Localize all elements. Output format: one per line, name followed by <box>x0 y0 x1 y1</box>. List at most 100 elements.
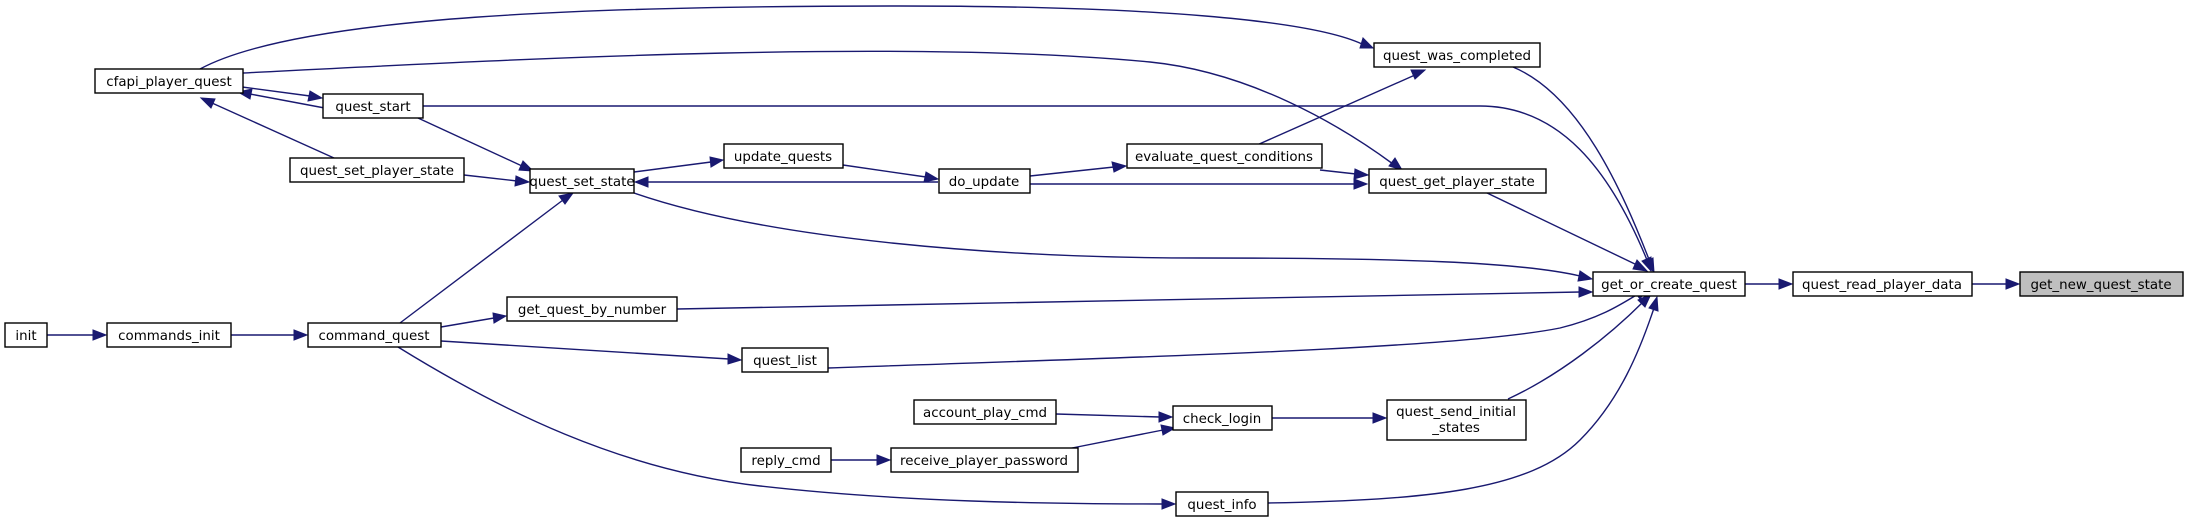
edge-do-update-to-evaluate-quest-conditions <box>1029 166 1115 177</box>
arrowhead <box>1778 278 1794 290</box>
arrowhead <box>1111 161 1128 173</box>
edge-receive-player-password-to-check-login <box>1061 429 1164 451</box>
arrowhead <box>514 175 531 187</box>
edge-command-quest-to-quest-set-state <box>395 199 564 327</box>
edge-get-quest-by-number-to-get-or-create-quest <box>676 291 1581 310</box>
edge-quest-info-to-get-or-create-quest <box>1267 307 1655 504</box>
node-label: account_play_cmd <box>923 406 1047 421</box>
node-label: get_or_create_quest <box>1601 278 1737 293</box>
arrowhead <box>1578 286 1594 298</box>
node-get-quest-by-number[interactable]: get_quest_by_number <box>506 296 678 322</box>
node-label: commands_init <box>118 329 220 344</box>
node-quest-info[interactable]: quest_info <box>1175 491 1269 517</box>
node-quest-start[interactable]: quest_start <box>322 93 424 119</box>
arrowhead <box>1158 411 1174 423</box>
node-label: update_quests <box>734 150 832 165</box>
node-quest-set-player-state[interactable]: quest_set_player_state <box>289 157 465 183</box>
arrowhead <box>2005 278 2021 290</box>
node-do-update[interactable]: do_update <box>938 168 1031 194</box>
arrowhead <box>558 192 575 205</box>
arrowhead <box>876 454 892 466</box>
node-label: command_quest <box>319 329 430 344</box>
node-label-line2: _states <box>1431 421 1480 436</box>
edge-quest-set-state-to-get-or-create-quest <box>633 192 1581 277</box>
edge-cfapi-player-quest-to-quest-get-player-state <box>242 50 1394 165</box>
node-label: quest_set_state <box>529 175 634 190</box>
node-label: reply_cmd <box>751 454 820 469</box>
edge-cfapi-player-quest-to-quest-start <box>241 86 311 97</box>
node-evaluate-quest-conditions[interactable]: evaluate_quest_conditions <box>1126 143 1323 169</box>
edge-quest-start-to-quest-set-state <box>417 117 523 167</box>
edge-quest-set-player-state-to-quest-set-state <box>463 174 518 182</box>
arrowhead <box>1632 259 1649 272</box>
node-commands-init[interactable]: commands_init <box>106 322 232 348</box>
node-check-login[interactable]: check_login <box>1172 405 1273 431</box>
edge-quest-start-to-get-or-create-quest <box>423 105 1648 261</box>
node-reply-cmd[interactable]: reply_cmd <box>740 447 832 473</box>
edges <box>47 5 2021 510</box>
node-label-line1: quest_send_initial <box>1396 405 1516 420</box>
node-account-play-cmd[interactable]: account_play_cmd <box>913 399 1057 425</box>
arrowhead <box>1161 498 1177 510</box>
edge-evaluate-quest-conditions-to-quest-get-player-state <box>1319 169 1357 175</box>
node-label: quest_list <box>753 354 817 369</box>
edge-quest-send-initial-states-to-get-or-create-quest <box>1507 301 1644 400</box>
arrowhead <box>1410 69 1427 80</box>
arrowhead <box>1637 292 1653 308</box>
edge-update-quests-to-do-update <box>842 164 927 178</box>
node-update-quests[interactable]: update_quests <box>723 143 844 169</box>
arrowhead <box>1160 424 1177 436</box>
arrowhead <box>492 312 508 324</box>
node-cfapi-player-quest[interactable]: cfapi_player_quest <box>94 68 244 94</box>
arrowhead <box>199 97 216 109</box>
node-label: quest_start <box>335 100 410 115</box>
arrowhead <box>633 176 649 188</box>
arrowhead <box>727 353 743 365</box>
node-quest-list[interactable]: quest_list <box>741 347 829 373</box>
edge-command-quest-to-quest-list <box>440 340 730 360</box>
edge-evaluate-quest-conditions-to-quest-was-completed <box>1256 74 1416 146</box>
node-label: receive_player_password <box>900 454 1068 469</box>
edge-quest-get-player-state-to-get-or-create-quest <box>1484 191 1638 266</box>
edge-quest-set-player-state-to-cfapi-player-quest <box>211 102 335 159</box>
node-quest-get-player-state[interactable]: quest_get_player_state <box>1368 168 1547 194</box>
node-init[interactable]: init <box>4 322 48 348</box>
edge-command-quest-to-quest-info <box>397 346 1164 505</box>
node-label: check_login <box>1183 412 1262 427</box>
arrowhead <box>307 90 324 102</box>
node-quest-send-initial-states[interactable]: quest_send_initial _states <box>1386 399 1527 441</box>
arrowhead <box>1359 37 1375 49</box>
node-label: get_new_quest_state <box>2030 278 2171 293</box>
node-label: init <box>15 329 36 344</box>
arrowhead <box>92 329 108 341</box>
edge-quest-start-to-cfapi-player-quest <box>249 93 331 110</box>
node-label: quest_get_player_state <box>1379 175 1535 190</box>
node-label: cfapi_player_quest <box>106 75 231 90</box>
arrowhead <box>709 156 725 168</box>
edge-quest-was-completed-to-get-or-create-quest <box>1512 66 1651 263</box>
node-label: evaluate_quest_conditions <box>1135 150 1313 165</box>
node-quest-set-state[interactable]: quest_set_state <box>529 168 635 194</box>
arrowhead <box>293 329 309 341</box>
node-label: get_quest_by_number <box>518 303 667 318</box>
edge-command-quest-to-get-quest-by-number <box>440 317 495 328</box>
arrowhead <box>1372 412 1388 424</box>
node-receive-player-password[interactable]: receive_player_password <box>890 447 1079 473</box>
node-command-quest[interactable]: command_quest <box>307 322 442 348</box>
arrowhead <box>1641 256 1652 273</box>
arrowhead <box>1353 168 1370 180</box>
node-get-new-quest-state[interactable]: get_new_quest_state <box>2019 271 2184 297</box>
arrowhead <box>1577 270 1594 282</box>
node-label: quest_info <box>1187 498 1256 513</box>
node-get-or-create-quest[interactable]: get_or_create_quest <box>1592 271 1746 297</box>
node-label: quest_set_player_state <box>300 164 454 179</box>
node-quest-was-completed[interactable]: quest_was_completed <box>1373 42 1541 68</box>
node-quest-read-player-data[interactable]: quest_read_player_data <box>1792 271 1973 297</box>
arrowhead <box>1388 157 1404 171</box>
node-label: quest_was_completed <box>1383 49 1531 64</box>
nodes: get_new_quest_state quest_read_player_da… <box>4 42 2184 517</box>
node-label: do_update <box>949 175 1020 190</box>
arrowhead <box>1353 178 1369 190</box>
edge-account-play-cmd-to-check-login <box>1055 413 1161 418</box>
